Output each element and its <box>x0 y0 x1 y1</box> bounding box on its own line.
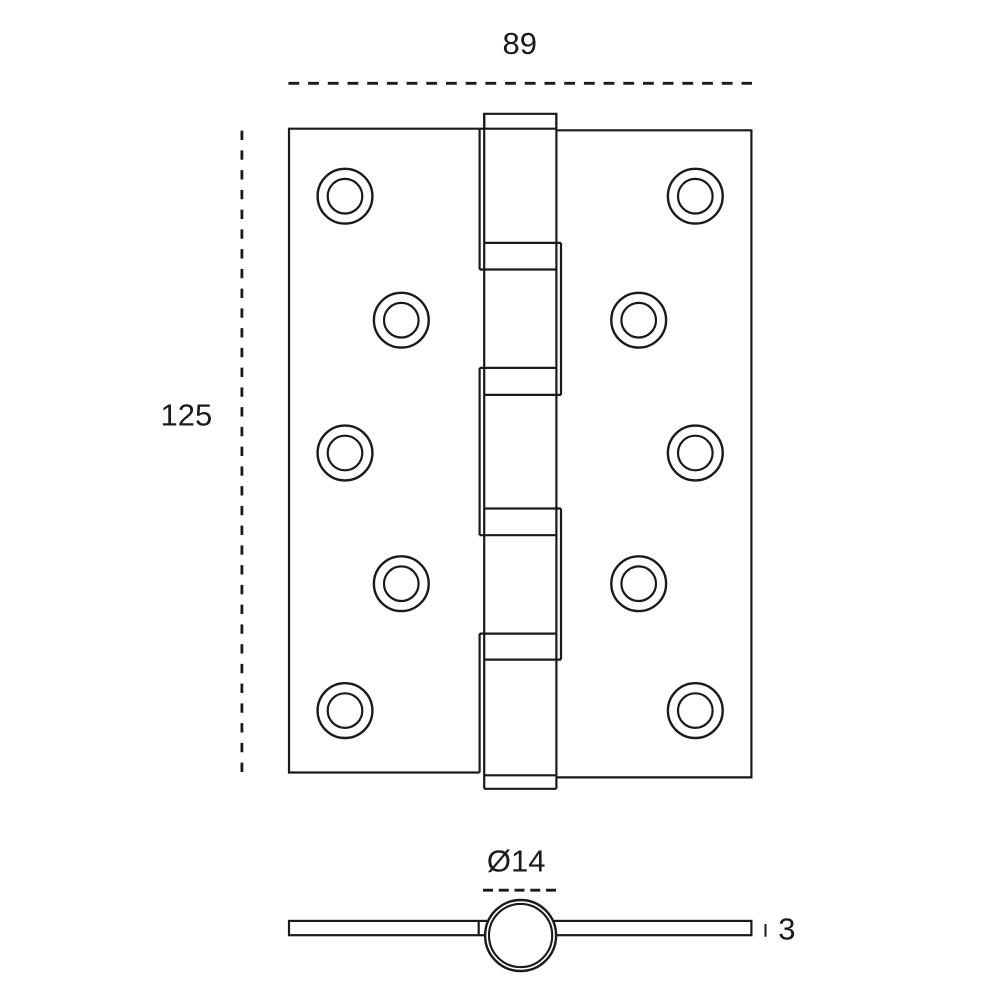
svg-text:Ø14: Ø14 <box>487 844 546 879</box>
svg-text:125: 125 <box>161 397 213 432</box>
svg-text:3: 3 <box>778 911 795 946</box>
svg-text:89: 89 <box>503 26 537 61</box>
